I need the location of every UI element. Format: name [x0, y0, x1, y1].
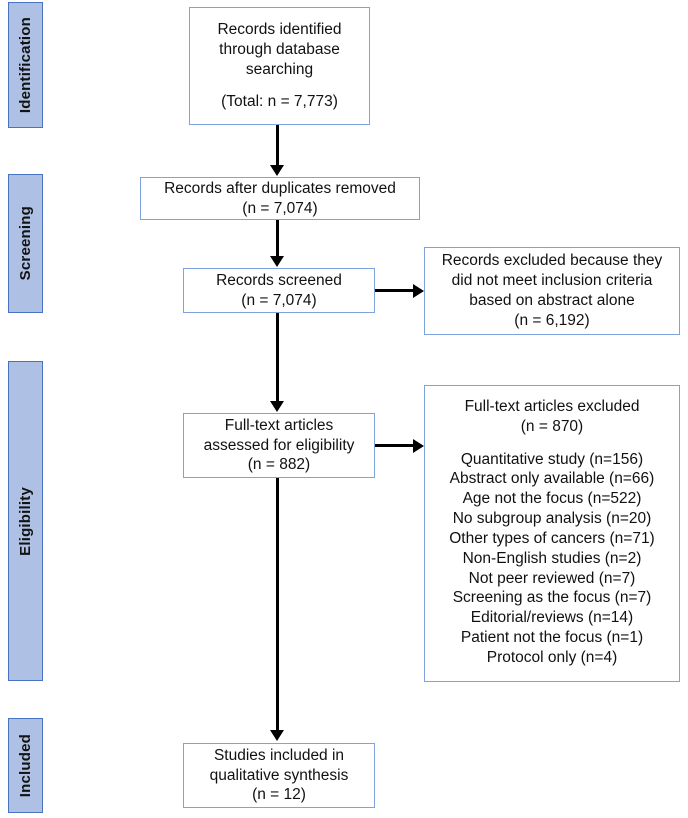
exclusion-reason-no-subgroup-analysis: No subgroup analysis (n=20) [452, 510, 652, 528]
connector-fulltext-to-excluded [375, 444, 415, 447]
box-records-excluded-line-4: (n = 6,192) [514, 311, 590, 329]
box-fulltext-excluded: Full-text articles excluded (n = 870) Qu… [424, 385, 680, 682]
connector-fulltext-to-included [276, 478, 279, 736]
box-records-screened: Records screened (n = 7,074) [183, 268, 375, 313]
box-duplicates-removed: Records after duplicates removed (n = 7,… [140, 177, 420, 220]
box-records-identified-count: (Total: n = 7,773) [221, 93, 338, 111]
arrowhead-identified-to-duplicates [270, 165, 284, 176]
stage-label-screening: Screening [17, 206, 34, 281]
box-records-excluded-line-2: did not meet inclusion criteria [451, 272, 653, 290]
box-fulltext-excluded-header-count: (n = 870) [520, 417, 584, 435]
stage-label-eligibility: Eligibility [17, 486, 34, 556]
box-studies-included-line-1: Studies included in [213, 746, 345, 764]
box-duplicates-removed-line-1: Records after duplicates removed [164, 179, 396, 197]
exclusion-reason-abstract-only: Abstract only available (n=66) [449, 470, 655, 488]
box-fulltext-excluded-header: Full-text articles excluded [464, 398, 640, 415]
exclusion-reason-other-cancers: Other types of cancers (n=71) [449, 529, 655, 547]
connector-identified-to-duplicates [276, 125, 279, 169]
arrowhead-fulltext-to-included [270, 730, 284, 741]
box-studies-included: Studies included in qualitative synthesi… [183, 743, 375, 808]
box-fulltext-assessed-line-2: assessed for eligibility [203, 436, 355, 454]
box-fulltext-assessed-line-3: (n = 882) [247, 456, 311, 474]
box-records-excluded-line-1: Records excluded because they [441, 252, 663, 270]
stage-bar-screening: Screening [8, 174, 43, 313]
box-records-screened-line-1: Records screened [216, 271, 342, 289]
box-studies-included-line-2: qualitative synthesis [209, 766, 349, 784]
connector-screened-to-excluded [375, 289, 415, 292]
exclusion-reason-screening-focus: Screening as the focus (n=7) [452, 589, 652, 607]
box-records-excluded-line-3: based on abstract alone [469, 292, 635, 309]
exclusion-reason-patient-not-focus: Patient not the focus (n=1) [460, 629, 644, 647]
box-records-identified-line-1: Records identified [217, 20, 342, 38]
stage-bar-identification: Identification [8, 2, 43, 128]
stage-label-identification: Identification [17, 16, 34, 114]
arrowhead-fulltext-to-excluded [413, 439, 424, 453]
box-studies-included-line-3: (n = 12) [252, 786, 306, 804]
exclusion-reason-non-english: Non-English studies (n=2) [462, 549, 642, 567]
box-records-identified: Records identified through database sear… [189, 7, 370, 125]
arrowhead-duplicates-to-screened [270, 256, 284, 267]
box-records-identified-line-3: searching [245, 60, 314, 78]
box-records-identified-line-2: through database [219, 40, 340, 58]
exclusion-reason-not-peer-reviewed: Not peer reviewed (n=7) [468, 569, 636, 587]
arrowhead-screened-to-fulltext [270, 401, 284, 412]
stage-bar-included: Included [8, 718, 43, 813]
box-duplicates-removed-line-2: (n = 7,074) [242, 199, 318, 217]
box-fulltext-assessed-line-1: Full-text articles [224, 416, 334, 434]
box-fulltext-assessed: Full-text articles assessed for eligibil… [183, 413, 375, 478]
arrowhead-screened-to-excluded [413, 284, 424, 298]
connector-screened-to-fulltext [276, 313, 279, 407]
stage-label-included: Included [17, 733, 34, 798]
stage-bar-eligibility: Eligibility [8, 361, 43, 681]
exclusion-reason-editorial-reviews: Editorial/reviews (n=14) [470, 609, 634, 627]
exclusion-reason-age-not-focus: Age not the focus (n=522) [462, 490, 642, 508]
exclusion-reason-quantitative-study: Quantitative study (n=156) [460, 450, 644, 468]
connector-duplicates-to-screened [276, 220, 279, 262]
box-records-screened-line-2: (n = 7,074) [241, 291, 317, 309]
exclusion-reason-protocol-only: Protocol only (n=4) [486, 648, 618, 666]
box-records-excluded: Records excluded because they did not me… [424, 247, 680, 335]
